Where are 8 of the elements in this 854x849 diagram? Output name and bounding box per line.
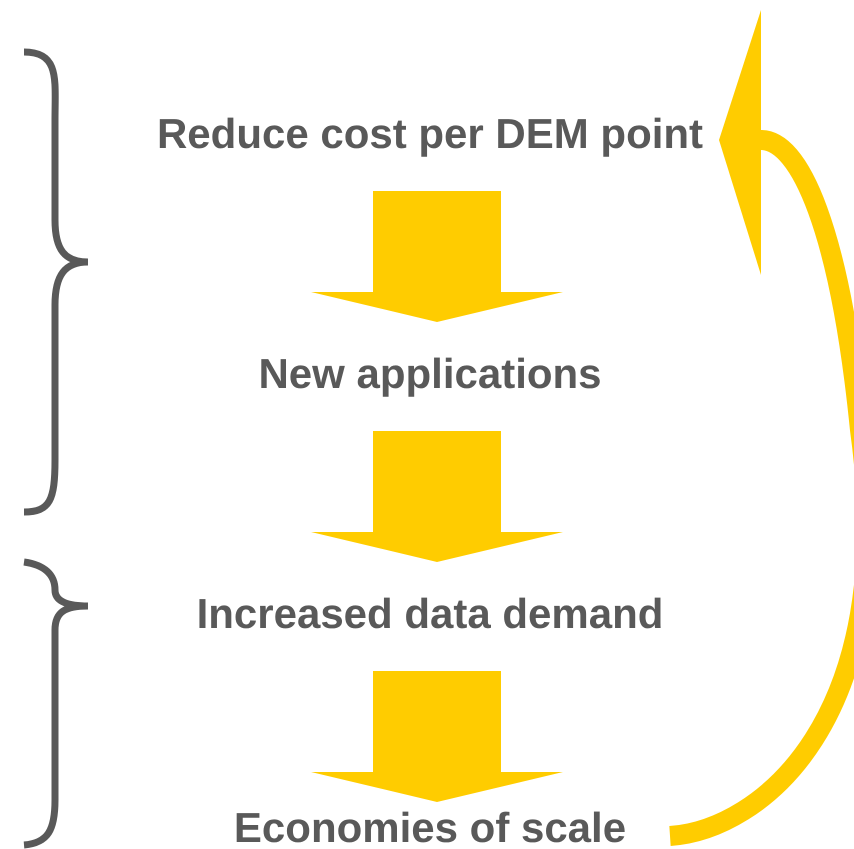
block-arrow xyxy=(311,671,563,802)
block-arrow xyxy=(311,431,563,562)
step-label: Reduce cost per DEM point xyxy=(140,110,720,193)
step-label: Economies of scale xyxy=(100,800,760,849)
curved-arrow xyxy=(668,10,854,846)
block-arrow xyxy=(311,191,563,322)
step-label: Increased data demand xyxy=(170,560,690,673)
step-label: New applications xyxy=(230,320,630,433)
